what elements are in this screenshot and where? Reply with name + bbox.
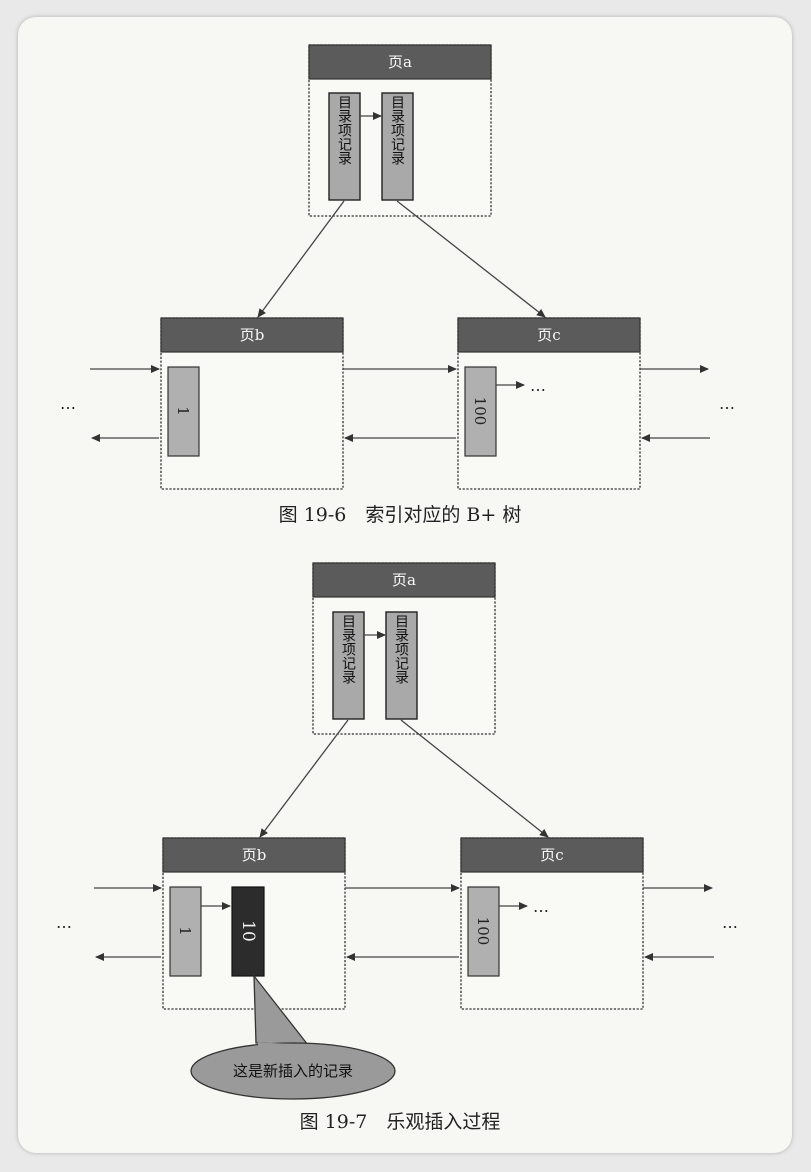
continuation-ellipsis: … — [530, 376, 546, 395]
page-header — [312, 562, 496, 598]
continuation-ellipsis: … — [533, 897, 549, 916]
page-title: 页a — [392, 571, 416, 589]
leaf-page-b: 页b 1 — [160, 317, 344, 490]
directory-record — [332, 611, 365, 720]
directory-record — [328, 92, 361, 201]
record-label: 100 — [471, 397, 489, 426]
root-page-a: 页a 目录项记录 目录项记录 — [312, 562, 496, 735]
page-header — [162, 837, 346, 873]
left-ellipsis: … — [56, 913, 72, 932]
new-record — [231, 886, 265, 977]
right-ellipsis: … — [722, 913, 738, 932]
page-header — [160, 317, 344, 353]
right-ellipsis: … — [719, 394, 735, 413]
page-title: 页c — [540, 846, 563, 864]
root-page-a: 页a 目录项记录 目录项记录 — [308, 44, 492, 217]
directory-record — [385, 611, 418, 720]
tree-edge-arrow — [259, 719, 349, 838]
new-record-callout: 这是新插入的记录 — [190, 974, 396, 1100]
figure-19-6: 页a 目录项记录 目录项记录 页b 1 页c 100 … — [60, 44, 735, 526]
page-title: 页c — [537, 326, 560, 344]
left-ellipsis: … — [60, 394, 76, 413]
directory-record-label: 目录项记录 — [336, 95, 352, 165]
leaf-page-c: 页c 100 … — [460, 837, 644, 1010]
page-header — [457, 317, 641, 353]
figure-caption: 图 19-7 乐观插入过程 — [300, 1111, 501, 1133]
callout-bubble — [190, 1042, 396, 1100]
record — [467, 886, 500, 977]
page-title: 页b — [242, 846, 267, 864]
record-label: 1 — [174, 406, 192, 416]
tree-edge-arrow — [257, 200, 345, 318]
record — [169, 886, 202, 977]
page-header — [308, 44, 492, 80]
directory-record — [381, 92, 414, 201]
page-header — [460, 837, 644, 873]
b-plus-tree-diagram: 页a 目录项记录 目录项记录 页b 1 页c 100 … — [56, 44, 738, 1133]
directory-record-label: 目录项记录 — [393, 614, 409, 684]
figure-caption: 图 19-6 索引对应的 B+ 树 — [279, 504, 522, 526]
record-label: 100 — [474, 917, 492, 946]
figure-19-7: 页a 目录项记录 目录项记录 页b 1 10 页c 100 — [56, 562, 738, 1133]
record — [167, 366, 200, 457]
figure-card: 页a 目录项记录 目录项记录 页b 1 页c 100 … — [18, 17, 792, 1153]
callout-seam — [257, 1042, 307, 1048]
page-title: 页b — [240, 326, 265, 344]
leaf-page-c: 页c 100 … — [457, 317, 641, 490]
tree-edge-arrow — [400, 719, 549, 838]
record-label: 1 — [176, 926, 194, 936]
directory-record-label: 目录项记录 — [340, 614, 356, 684]
directory-record-label: 目录项记录 — [389, 95, 405, 165]
new-record-label: 10 — [238, 920, 258, 942]
tree-edge-arrow — [396, 200, 546, 318]
record — [464, 366, 497, 457]
page-title: 页a — [388, 53, 412, 71]
callout-text: 这是新插入的记录 — [233, 1062, 353, 1080]
